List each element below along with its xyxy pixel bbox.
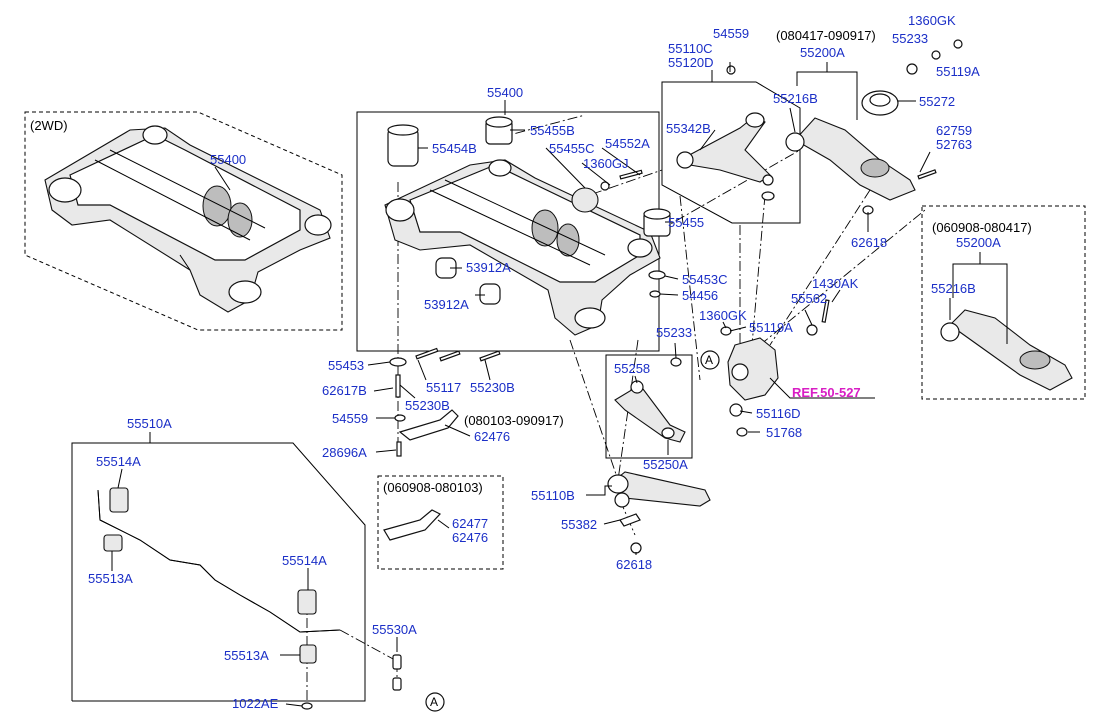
part-label-52763: 52763: [936, 137, 972, 152]
variant-label-date-a: (080417-090917): [776, 28, 876, 43]
part-label-55110C: 55110C: [668, 41, 713, 56]
bracket-62476-illustration: [383, 409, 459, 541]
part-label-55453C: 55453C: [682, 272, 728, 287]
part-label-55455C: 55455C: [549, 141, 595, 156]
part-label-55514A-a: 55514A: [96, 454, 141, 469]
variant-label-date-d: (060908-080103): [383, 480, 483, 495]
part-label-53912A-a: 53912A: [466, 260, 511, 275]
part-label-54559-a: 54559: [332, 411, 368, 426]
upper-arm-illustration: [676, 65, 775, 201]
labels: (2WD) (080417-090917) (060908-080417) (0…: [30, 13, 1032, 711]
variant-label-date-c: (080103-090917): [464, 413, 564, 428]
callout-letter-link: A: [430, 695, 438, 709]
crossmember-2wd-illustration: [44, 125, 332, 313]
part-label-55272: 55272: [919, 94, 955, 109]
part-label-55120D: 55120D: [668, 55, 714, 70]
part-label-55216B-right: 55216B: [931, 281, 976, 296]
part-label-55258: 55258: [614, 361, 650, 376]
part-label-53912A-b: 53912A: [424, 297, 469, 312]
part-label-55200A-right: 55200A: [956, 235, 1001, 250]
part-label-55119A-top: 55119A: [936, 64, 980, 79]
part-label-55514A-b: 55514A: [282, 553, 327, 568]
callout-letter-knuckle: A: [705, 353, 713, 367]
part-label-55233-mid: 55233: [656, 325, 692, 340]
part-label-55110B: 55110B: [531, 488, 575, 503]
part-label-62476-b: 62476: [452, 530, 488, 545]
part-label-55116D: 55116D: [756, 406, 801, 421]
part-label-55400: 55400: [487, 85, 523, 100]
part-label-55230B-b: 55230B: [405, 398, 450, 413]
part-label-55400-2wd: 55400: [210, 152, 246, 167]
part-label-55230B-a: 55230B: [470, 380, 515, 395]
part-label-55454B: 55454B: [432, 141, 477, 156]
part-label-62759: 62759: [936, 123, 972, 138]
part-label-55117: 55117: [426, 380, 461, 395]
reference-label: REF.50-527: [792, 385, 861, 400]
variant-label-2wd: (2WD): [30, 118, 68, 133]
part-label-54456: 54456: [682, 288, 718, 303]
part-label-55513A-a: 55513A: [88, 571, 133, 586]
part-label-62476-a: 62476: [474, 429, 510, 444]
part-label-1430AK: 1430AK: [812, 276, 859, 291]
part-label-55216B-top: 55216B: [773, 91, 818, 106]
toe-arm-illustration: [614, 380, 686, 443]
part-label-1360GK-mid: 1360GK: [699, 308, 747, 323]
part-label-55455: 55455: [668, 215, 704, 230]
lower-arm-right-illustration: [940, 309, 1073, 391]
part-label-62617B: 62617B: [322, 383, 367, 398]
part-label-55510A: 55510A: [127, 416, 172, 431]
part-label-55453: 55453: [328, 358, 364, 373]
part-label-55233-top: 55233: [892, 31, 928, 46]
leader-lines: [111, 62, 1008, 707]
part-label-54552A: 54552A: [605, 136, 650, 151]
part-label-54559-top: 54559: [713, 26, 749, 41]
part-label-55342B: 55342B: [666, 121, 711, 136]
part-label-28696A: 28696A: [322, 445, 367, 460]
part-label-62618-top: 62618: [851, 235, 887, 250]
part-label-1360GK-top: 1360GK: [908, 13, 956, 28]
knuckle-illustration: A: [670, 299, 875, 437]
part-label-62618-bot: 62618: [616, 557, 652, 572]
part-label-55119A-mid: 55119A: [749, 320, 793, 335]
part-label-55455B: 55455B: [530, 123, 575, 138]
part-label-51768: 51768: [766, 425, 802, 440]
trailing-arm-illustration: [607, 471, 711, 554]
stabilizer-bar-illustration: A: [97, 487, 445, 712]
variant-label-date-b: (060908-080417): [932, 220, 1032, 235]
part-label-1022AE: 1022AE: [232, 696, 279, 711]
lower-arm-top-illustration: [785, 39, 963, 215]
part-label-55382: 55382: [561, 517, 597, 532]
part-label-55250A: 55250A: [643, 457, 688, 472]
part-label-55513A-b: 55513A: [224, 648, 269, 663]
part-label-55530A: 55530A: [372, 622, 417, 637]
crossmember-main-illustration: [384, 116, 671, 457]
part-label-62477: 62477: [452, 516, 488, 531]
part-label-55562: 55562: [791, 291, 827, 306]
part-label-55200A-top: 55200A: [800, 45, 845, 60]
part-label-1360GJ: 1360GJ: [583, 156, 629, 171]
